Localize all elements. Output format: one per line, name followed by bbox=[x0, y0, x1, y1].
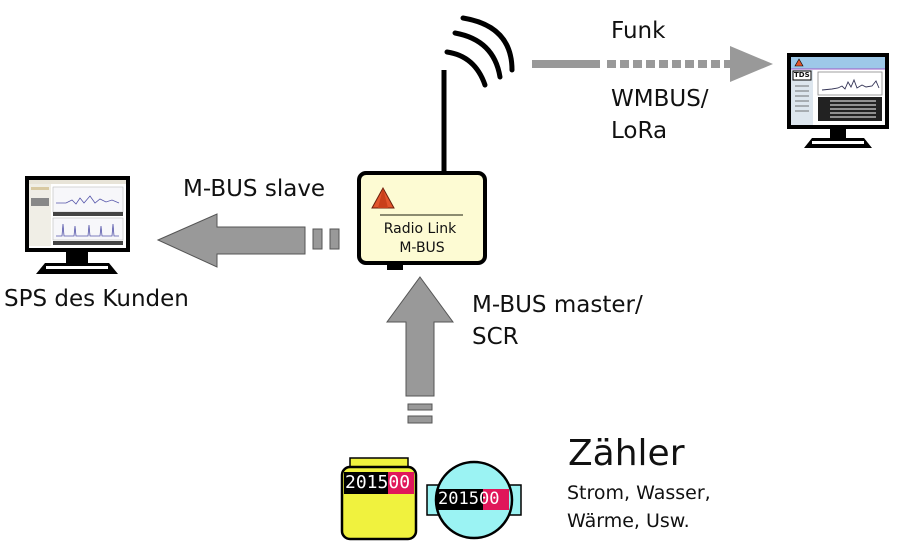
wmbus-lora-label-line2: LoRa bbox=[611, 118, 668, 144]
radio-waves-icon bbox=[444, 15, 515, 88]
remote-monitor bbox=[787, 53, 889, 148]
warning-triangle-icon bbox=[371, 186, 395, 209]
wmbus-lora-label-line1: WMBUS/ bbox=[611, 86, 709, 112]
funk-label: Funk bbox=[611, 18, 666, 44]
sps-chart-line-1 bbox=[56, 195, 120, 205]
mbus-master-label-line2: SCR bbox=[472, 324, 519, 350]
meter-yellow-digits-red: 00 bbox=[388, 472, 411, 493]
device-label-line2: M-BUS bbox=[399, 240, 445, 256]
sps-monitor bbox=[25, 176, 130, 274]
meter-yellow bbox=[340, 457, 418, 541]
device-label-line1: Radio Link bbox=[383, 221, 457, 237]
remote-logo-icon bbox=[794, 58, 804, 67]
meter-cyan-digits: 2015 bbox=[438, 489, 479, 509]
remote-chart-line bbox=[821, 78, 880, 91]
sps-chart-line-2 bbox=[56, 223, 119, 237]
meter-cyan-display: 201500 bbox=[438, 489, 499, 510]
meter-yellow-digits: 2015 bbox=[345, 472, 389, 493]
mbus-slave-label: M-BUS slave bbox=[183, 176, 326, 202]
radio-link-device bbox=[357, 171, 487, 270]
mbus-master-arrow bbox=[386, 276, 454, 424]
meter-cyan bbox=[426, 460, 522, 540]
meter-cyan-digits-red: 00 bbox=[478, 489, 500, 509]
sps-label: SPS des Kunden bbox=[4, 286, 189, 312]
remote-screen-badge: TDS bbox=[794, 71, 810, 79]
mbus-master-label-line1: M-BUS master/ bbox=[472, 292, 643, 318]
meter-yellow-display: 201500 bbox=[345, 472, 410, 494]
zaehler-types-line1: Strom, Wasser, bbox=[567, 482, 711, 504]
mbus-slave-arrow bbox=[156, 213, 340, 268]
zaehler-types-line2: Wärme, Usw. bbox=[567, 510, 690, 532]
funk-arrow bbox=[532, 46, 773, 82]
zaehler-title: Zähler bbox=[568, 433, 685, 474]
